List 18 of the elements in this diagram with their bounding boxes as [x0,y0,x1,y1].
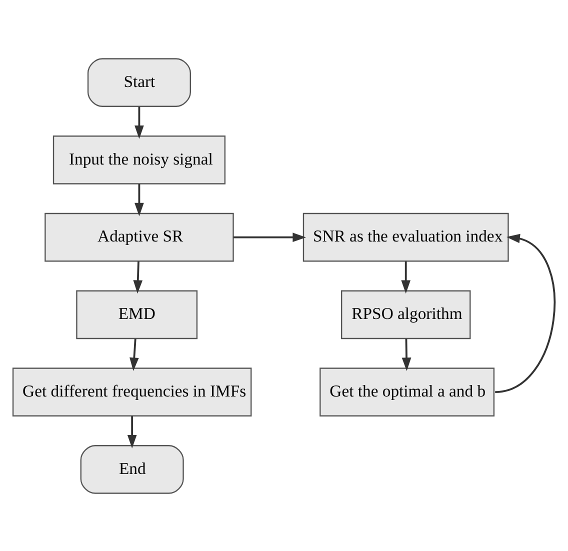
node-box: RPSO algorithm [340,290,471,339]
arrow [233,232,306,242]
node-box: Get the optimal a and b [320,367,495,416]
node-box: EMD [76,290,198,339]
arrow [402,338,412,370]
arrow [127,416,137,448]
node-box: Adaptive SR [44,212,234,262]
arrow [494,233,556,392]
node-box: SNR as the evaluation index [302,212,509,262]
arrow [130,338,139,370]
node-box: Start [87,58,191,106]
node-box: End [80,444,184,494]
node-box: Input the noisy signal [52,135,226,184]
arrow [401,260,411,294]
arrow [134,184,144,216]
arrow [133,260,143,294]
arrow [134,106,144,138]
node-box: Get different frequencies in IMFs [12,367,252,416]
